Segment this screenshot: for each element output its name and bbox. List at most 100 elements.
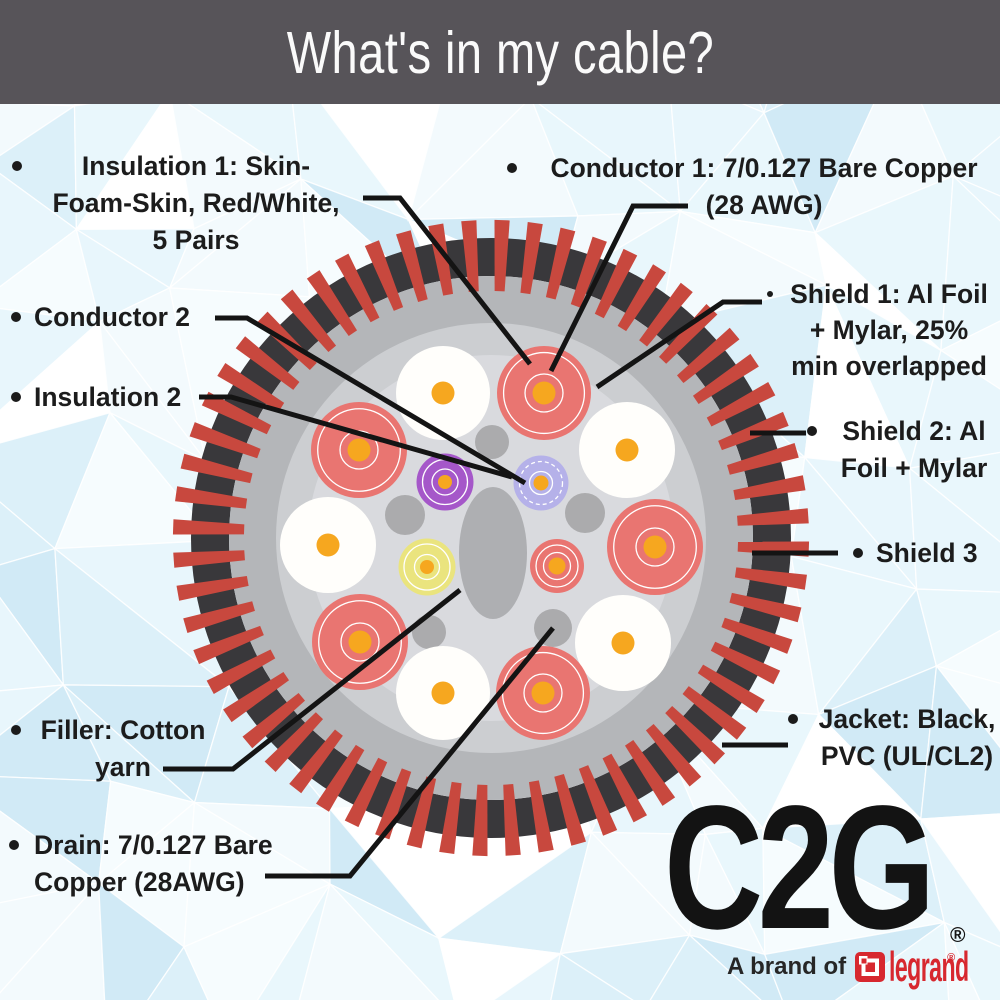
label-line: Insulation 1: Skin- (81, 151, 311, 181)
jacket-tooth (682, 686, 747, 740)
copper-conductor (611, 631, 635, 655)
jacket-tooth (180, 453, 253, 484)
jacket-tooth (189, 422, 261, 459)
mesh-triangle (550, 952, 634, 1000)
tagline-text: A brand of (727, 953, 847, 980)
label-line: Conductor 2 (34, 302, 191, 332)
legrand-logo-icon (855, 952, 886, 982)
label-line: Jacket: Black, (818, 704, 996, 734)
bullet-filler (11, 725, 21, 735)
drain-wire (385, 495, 425, 535)
jacket-tooth (201, 391, 272, 435)
insulation-ring (542, 551, 572, 581)
copper-conductor (643, 535, 667, 559)
copper-conductor (431, 381, 455, 405)
insulation-ring (524, 373, 564, 413)
jacket-tooth (334, 253, 380, 323)
c2g-logo: C2G (664, 770, 935, 966)
brand-tagline: A brand of legrand ® (727, 943, 983, 990)
jacket-tooth (183, 601, 255, 633)
jacket-black-ring (191, 238, 791, 838)
jacket-tooth (617, 264, 666, 332)
jacket-tooth (176, 575, 249, 601)
label-jacket: Jacket: Black, PVC (UL/CL2) (806, 701, 1000, 775)
label-line: Shield 2: Al (842, 416, 986, 446)
jacket-tooth (554, 774, 586, 846)
jacket-tooth (727, 443, 799, 475)
jacket-tooth (242, 692, 306, 749)
copper-conductor (615, 438, 639, 462)
label-line: Foam-Skin, Red/White, (52, 188, 340, 218)
label-conductor-1: Conductor 1: 7/0.127 Bare Copper (28 AWG… (525, 150, 1000, 224)
label-line: Conductor 1: 7/0.127 Bare Copper (550, 153, 978, 183)
bullet-shield-1 (767, 291, 773, 297)
jacket-tooth (528, 780, 554, 853)
label-shield-3: Shield 3 (876, 535, 978, 572)
drain-wire (475, 425, 509, 459)
copper-conductor (316, 533, 340, 557)
insulation-ring (340, 622, 380, 662)
copper-conductor (548, 557, 566, 575)
insulation-ring (535, 544, 579, 588)
label-conductor-2: Conductor 2 (34, 299, 190, 336)
jacket-tooth (570, 236, 607, 308)
label-shield-1: Shield 1: Al Foil + Mylar, 25% min overl… (778, 276, 1000, 384)
jacket-tooth (503, 784, 521, 856)
jacket-tooth (729, 592, 802, 623)
copper-conductor (347, 438, 371, 462)
jacket-tooth (602, 753, 648, 823)
leader-conductor-1 (548, 203, 688, 373)
jacket-tooth (594, 248, 638, 319)
jacket-tooth (737, 508, 809, 526)
insulation-ring (502, 351, 586, 435)
label-line: Shield 3 (876, 538, 978, 568)
jacket-tooth (223, 671, 290, 723)
jacket-tooth (306, 270, 358, 337)
insulation-ring (403, 543, 451, 591)
jacket-tooth (692, 353, 759, 405)
insulation-ring (518, 460, 564, 506)
leader-drain (265, 626, 555, 879)
jacket-tooth (472, 784, 488, 857)
jacket-tooth (645, 723, 702, 787)
label-line: Filler: Cotton (40, 715, 206, 745)
label-shield-2: Shield 2: Al Foil + Mylar (826, 413, 1000, 487)
mesh-triangle (649, 934, 762, 1000)
label-line: Shield 1: Al Foil (790, 279, 988, 309)
bullet-conductor-1 (507, 163, 517, 173)
drain-wire (565, 493, 605, 533)
mesh-triangle (943, 922, 981, 1000)
mesh-triangle (951, 135, 1000, 197)
jacket-tooth (639, 282, 693, 347)
jacket-tooth (721, 617, 793, 654)
label-line: + Mylar, 25% (809, 315, 969, 345)
mesh-triangle (939, 320, 1000, 390)
label-drain: Drain: 7/0.127 Bare Copper (28AWG) (34, 827, 273, 901)
label-line: min overlapped (791, 351, 987, 381)
mesh-triangle (915, 588, 1000, 668)
label-line: Foil + Mylar (840, 453, 988, 483)
leader-insulation-2 (199, 394, 513, 480)
legrand-wordmark: legrand (889, 943, 969, 990)
insulation-ring (523, 673, 563, 713)
jacket-tooth (217, 363, 285, 412)
leader-shield-1 (595, 299, 762, 390)
bullet-drain (9, 840, 19, 850)
mesh-triangle (97, 881, 185, 1000)
jacket-tooth (406, 776, 437, 849)
label-line: Drain: 7/0.127 Bare (34, 830, 273, 860)
bullet-insulation-1 (12, 161, 22, 171)
label-line: Insulation 2 (34, 382, 182, 412)
jacket-tooth (734, 567, 807, 590)
mesh-triangle (940, 174, 1000, 352)
jacket-tooth (697, 664, 765, 713)
insulation-ring (318, 600, 402, 684)
jacket-tooth (289, 729, 343, 794)
label-line: Copper (28AWG) (34, 867, 245, 897)
jacket-tooth (375, 768, 412, 840)
label-line: (28 AWG) (705, 190, 823, 220)
copper-conductor (348, 630, 372, 654)
insulation-ring (528, 470, 554, 496)
jacket-tooth (264, 712, 324, 773)
drain-wire (412, 615, 446, 649)
